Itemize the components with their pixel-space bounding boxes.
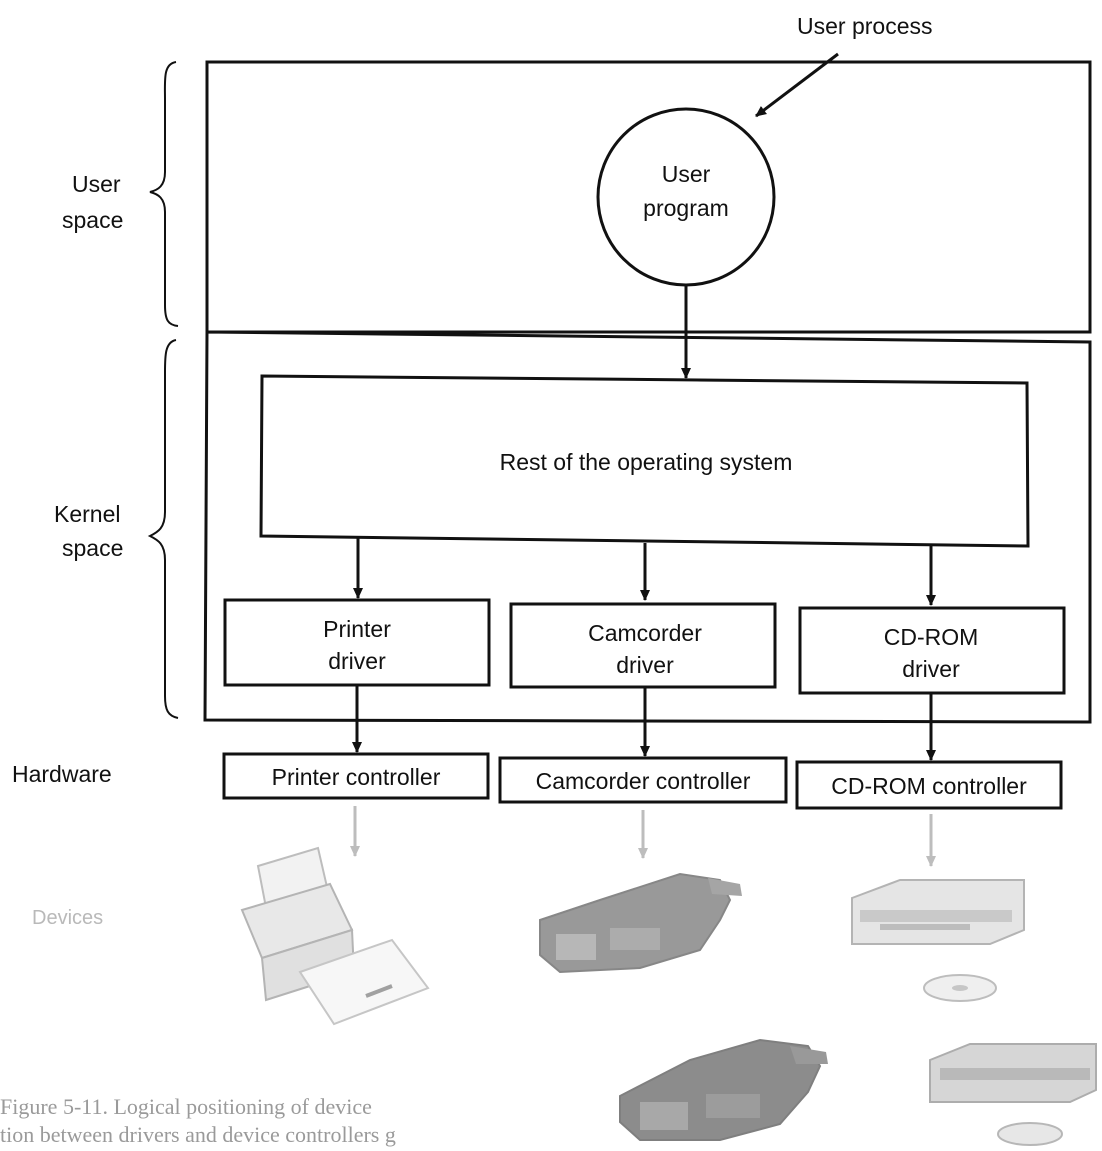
user-space-brace <box>149 61 179 327</box>
figure-caption-line2: tion between drivers and device controll… <box>0 1122 396 1147</box>
camcorder-driver-label-line2: driver <box>616 652 674 678</box>
kernel-space-brace <box>147 339 179 719</box>
printer-driver-label-line1: Printer <box>323 616 391 642</box>
camcorder-ghost-image <box>619 1038 828 1141</box>
camcorder-controller-box <box>498 756 788 804</box>
printer-controller-label: Printer controller <box>272 764 441 790</box>
cdrom-ghost-image <box>929 1043 1097 1146</box>
user-process-label: User process <box>797 13 932 39</box>
kernel-space-label-line1: Kernel <box>54 501 120 527</box>
camcorder-device-icon <box>539 872 742 974</box>
user-space-label-line1: User <box>72 171 121 197</box>
printer-device-icon <box>240 846 430 1026</box>
figure-caption-line1: Figure 5-11. Logical positioning of devi… <box>0 1094 372 1119</box>
cdrom-controller-label: CD-ROM controller <box>831 773 1027 799</box>
kernel-space-region <box>203 330 1092 724</box>
hardware-label: Hardware <box>12 761 112 787</box>
devices-label: Devices <box>32 907 103 929</box>
cdrom-device-icon <box>851 879 1025 1002</box>
camcorder-driver-box <box>509 602 777 689</box>
user-space-region <box>205 60 1092 334</box>
printer-driver-box <box>223 598 491 687</box>
cdrom-driver-box <box>798 606 1066 695</box>
user-process-arrow <box>755 52 839 118</box>
user-program-label-line2: program <box>643 195 729 221</box>
printer-driver-label-line2: driver <box>328 648 386 674</box>
cdrom-controller-box <box>795 760 1063 810</box>
user-program-label-line1: User <box>662 161 711 187</box>
camcorder-driver-label-line1: Camcorder <box>588 620 702 646</box>
printer-controller-box <box>222 752 490 800</box>
user-space-label-line2: space <box>62 207 123 233</box>
camcorder-controller-label: Camcorder controller <box>536 768 751 794</box>
rest-of-os-box <box>259 374 1030 548</box>
cdrom-driver-label-line1: CD-ROM <box>884 624 979 650</box>
kernel-space-label-line2: space <box>62 535 123 561</box>
cdrom-driver-label-line2: driver <box>902 656 960 682</box>
rest-of-os-label: Rest of the operating system <box>500 449 793 475</box>
